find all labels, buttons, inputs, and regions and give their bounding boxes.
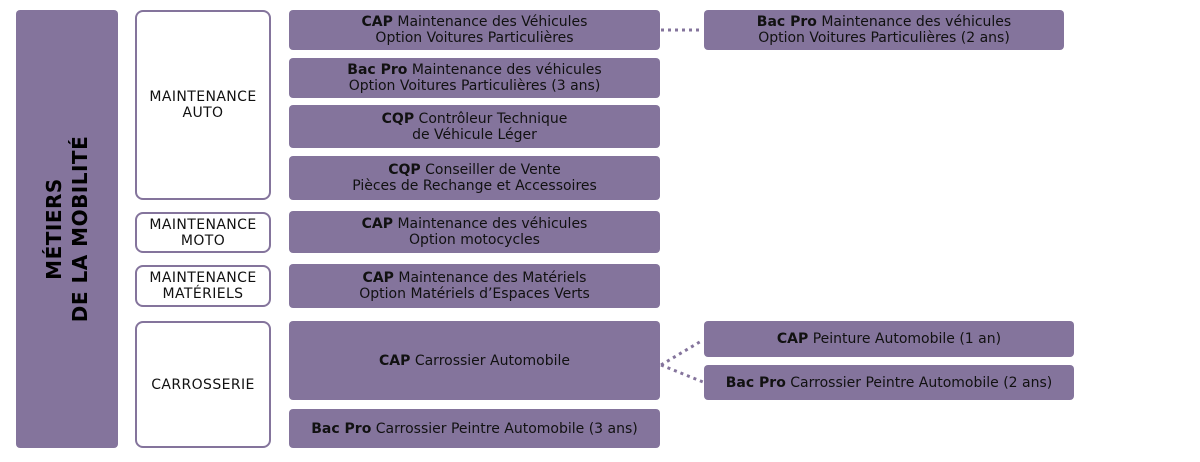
- line1: Contrôleur Technique: [418, 110, 568, 127]
- level: CAP: [776, 331, 809, 347]
- line1: Carrossier Peintre Automobile (3 ans): [375, 420, 638, 437]
- level: CQP: [381, 110, 415, 127]
- line1: Peinture Automobile (1 an): [812, 331, 1002, 347]
- formation-bacpro-carr-2: Bac Pro Carrossier Peintre Automobile (2…: [704, 365, 1074, 400]
- formation-cap-moto: CAP Maintenance des véhicules Option mot…: [289, 211, 660, 253]
- link-cap-carr-to-cap-peinture: [660, 338, 704, 367]
- level: CQP: [388, 162, 421, 178]
- category-carrosserie: CARROSSERIE: [135, 321, 271, 448]
- side-banner: MÉTIERS DE LA MOBILITÉ: [16, 10, 118, 448]
- line2: Option motocycles: [409, 232, 540, 248]
- level: CAP: [361, 14, 393, 30]
- link-cap-carr-to-bacpro-carr-2: [660, 363, 704, 384]
- category-maintenance-moto: MAINTENANCE MOTO: [135, 212, 271, 253]
- formation-cap-mat: CAP Maintenance des Matériels Option Mat…: [289, 264, 660, 308]
- level: CAP: [362, 270, 394, 286]
- level: CAP: [379, 352, 411, 369]
- line1: Conseiller de Vente: [425, 162, 561, 178]
- formation-cqp-cv: CQP Conseiller de Vente Pièces de Rechan…: [289, 156, 660, 200]
- formation-cqp-ct: CQP Contrôleur Technique de Véhicule Lég…: [289, 105, 660, 148]
- line1: Maintenance des véhicules: [821, 14, 1012, 30]
- category-maintenance-materiels: MAINTENANCE MATÉRIELS: [135, 265, 271, 307]
- line1: Carrossier Peintre Automobile (2 ans): [790, 374, 1053, 391]
- line2: de Véhicule Léger: [412, 126, 537, 143]
- formation-bacpro-carr: Bac Pro Carrossier Peintre Automobile (3…: [289, 409, 660, 448]
- line2: Option Voitures Particulières: [375, 30, 574, 46]
- formation-cap-peinture: CAP Peinture Automobile (1 an): [704, 321, 1074, 357]
- formation-cap-carr: CAP Carrossier Automobile: [289, 321, 660, 400]
- line2: Option Matériels d’Espaces Verts: [359, 286, 590, 302]
- formation-bacpro-vp-2: Bac Pro Maintenance des véhicules Option…: [704, 10, 1064, 50]
- line1: Maintenance des véhicules: [411, 62, 602, 78]
- level: Bac Pro: [725, 374, 786, 391]
- formation-bacpro-vp-3: Bac Pro Maintenance des véhicules Option…: [289, 58, 660, 98]
- line1: Maintenance des Matériels: [398, 270, 587, 286]
- line2: Pièces de Rechange et Accessoires: [352, 178, 597, 194]
- level: Bac Pro: [311, 420, 372, 437]
- formation-cap-vp: CAP Maintenance des Véhicules Option Voi…: [289, 10, 660, 50]
- line2: Option Voitures Particulières (2 ans): [758, 30, 1010, 46]
- line1: Carrossier Automobile: [414, 352, 570, 369]
- category-maintenance-auto: MAINTENANCE AUTO: [135, 10, 271, 200]
- level: Bac Pro: [347, 62, 408, 78]
- line1: Maintenance des véhicules: [397, 216, 588, 232]
- level: Bac Pro: [756, 14, 817, 30]
- level: CAP: [361, 216, 394, 232]
- line1: Maintenance des Véhicules: [397, 14, 588, 30]
- line2: Option Voitures Particulières (3 ans): [348, 78, 601, 94]
